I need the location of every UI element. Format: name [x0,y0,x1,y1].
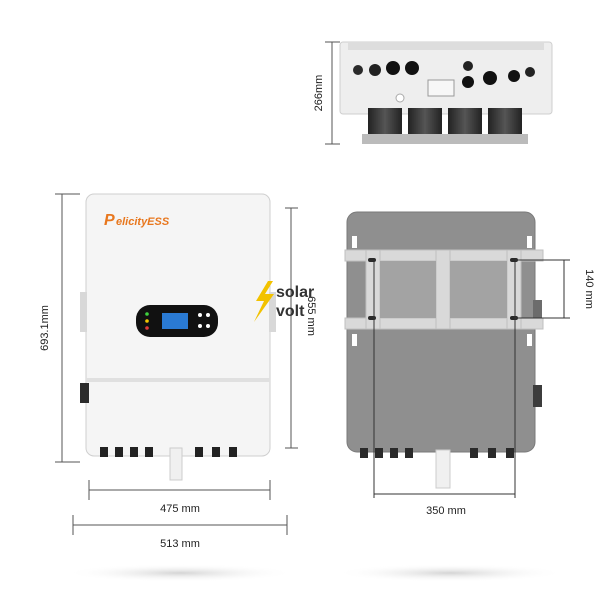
depth-dimension [325,41,340,145]
width-outer-dimension [72,515,288,535]
lcd-display [162,313,188,329]
height-inner-dimension [285,207,298,449]
bracket-height-dimension [515,259,570,319]
height-outer-label: 693.1mm [39,305,51,351]
floor-shadow-right [335,564,565,582]
brand-logo: elicityESS [116,216,170,228]
top-view-unit [339,41,553,144]
brand-logo-initial: P [104,212,115,229]
heatsink-fin [368,108,402,136]
bracket-height-label: 140 mm [583,269,595,309]
navigation-buttons [198,313,210,328]
floor-shadow-left [65,564,295,582]
led-indicator [145,319,149,323]
width-inner-label: 475 mm [160,503,200,515]
watermark-line1: solar [276,284,314,301]
bracket-width-dimension [373,262,516,498]
lightning-bolt-icon [254,281,274,322]
led-indicator [145,326,149,330]
led-indicator [145,312,149,316]
watermark-line2: volt [276,303,305,320]
bracket-width-label: 350 mm [426,505,466,517]
depth-label: 266mm [313,75,325,112]
heatsink-fin [408,108,442,136]
front-view-unit: P elicityESS [80,193,276,481]
height-inner-label: 655 mm [305,296,317,336]
watermark-logo: solar volt [254,281,314,322]
back-view-unit [344,211,544,489]
width-outer-label: 513 mm [160,538,200,550]
heatsink-fin [488,108,522,136]
width-inner-dimension [88,480,271,500]
heatsink-fin [448,108,482,136]
height-outer-dimension [55,193,80,463]
mounting-bracket [344,236,544,346]
